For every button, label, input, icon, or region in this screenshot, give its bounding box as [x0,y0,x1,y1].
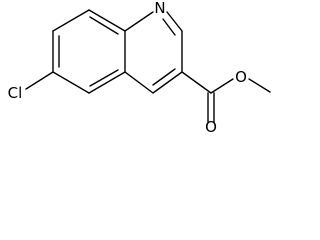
bond-c5-c6 [52,9,90,32]
chemical-structure-diagram: N Cl O O [8,0,271,136]
bond-c7-c8 [52,71,90,94]
bond-c8-c8a [88,71,126,94]
bond-c4-c8a [124,71,154,94]
double-bond-inner-c8-c8a [89,69,119,87]
ester-oxygen-label: O [235,68,247,86]
double-bond-inner-c4a-c5 [89,16,119,35]
nitrogen-atom-label: N [154,0,165,17]
bond-carbonyl-ester-o [210,78,234,94]
chlorine-atom-label: Cl [8,84,23,102]
carbonyl-oxygen-label: O [205,118,217,136]
bond-c7-cl [25,71,54,90]
bond-c3-carbonyl [181,71,212,94]
bond-n1-c2 [166,11,183,32]
double-bond-inner-c3-c4 [152,68,176,86]
bond-ester-o-methyl [248,78,271,93]
double-bond-inner-n1-c2 [162,18,176,36]
bond-c4a-c5 [88,9,126,32]
bond-c3-c4 [152,71,183,94]
bond-c4a-n1 [124,11,154,32]
